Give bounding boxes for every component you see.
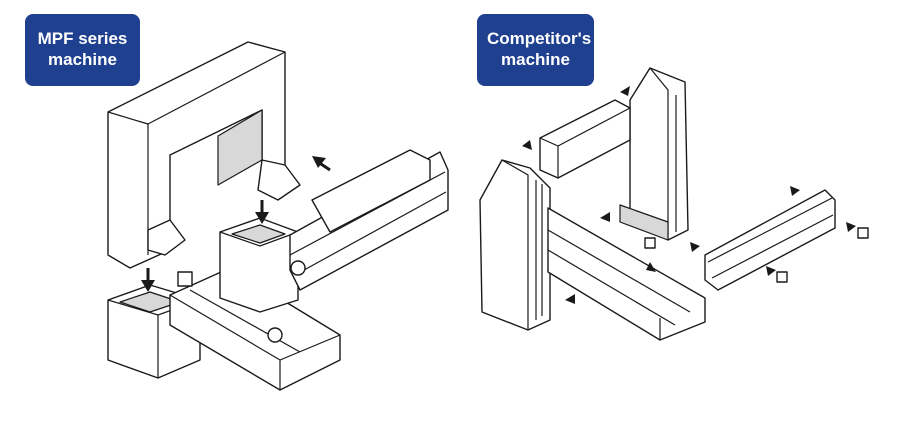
mpf-gantry-frame [107, 41, 301, 269]
mpf-small-block [177, 271, 193, 287]
competitor-crossbeam [539, 99, 631, 179]
mpf-arrow-down-1 [141, 268, 155, 292]
competitor-small-part-3 [776, 271, 788, 283]
competitor-small-part-1 [644, 237, 656, 249]
mpf-exploded-diagram [107, 41, 449, 391]
mpf-label-line1: MPF series [37, 29, 128, 48]
competitor-arrows [522, 86, 856, 304]
mpf-bolt-2 [290, 260, 306, 276]
mpf-series-panel: MPF series machine [25, 14, 449, 391]
competitor-exploded-diagram [479, 67, 869, 341]
mpf-series-label: MPF series machine [25, 14, 140, 86]
mpf-spindle-rail [289, 149, 449, 291]
mpf-arrow-diagonal [312, 156, 331, 172]
mpf-saddle-block [219, 217, 299, 313]
competitor-bed [547, 207, 706, 341]
competitor-label-line2: machine [501, 50, 570, 69]
mpf-bolt [267, 327, 283, 343]
competitor-right-column [619, 67, 689, 241]
competitor-left-column [479, 159, 551, 331]
competitor-small-part-2 [857, 227, 869, 239]
competitor-side-rail [704, 189, 836, 291]
mpf-arrow-down-2 [255, 200, 269, 224]
mpf-trough-rail [169, 267, 341, 391]
mpf-label-line2: machine [48, 50, 117, 69]
competitor-panel: Competitor's machine [450, 0, 900, 429]
competitor-label: Competitor's machine [477, 14, 594, 86]
competitor-label-line1: Competitor's [487, 29, 592, 48]
